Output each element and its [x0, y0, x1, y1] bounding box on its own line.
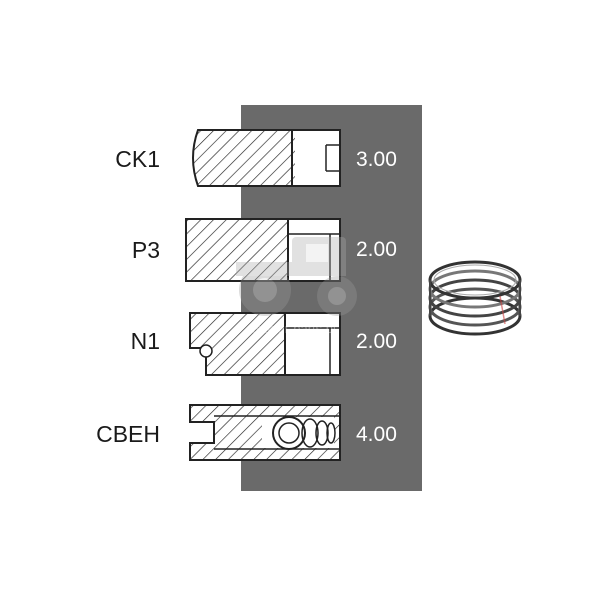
ring-value-n1: 2.00	[356, 330, 397, 353]
ring-value-cbeh: 4.00	[356, 423, 397, 446]
expander-spring-coil	[272, 416, 306, 450]
watermark-text: traktor-parts.pl	[252, 321, 336, 336]
ring-value-p3: 2.00	[356, 238, 397, 261]
ring-profile-p3	[185, 218, 341, 282]
watermark-logo: traktor-parts.pl	[236, 237, 357, 336]
ring-profile-n1	[189, 312, 341, 376]
ring-profile-ck1	[192, 129, 341, 187]
ring-label-n1: N1	[131, 328, 160, 354]
ring-value-ck1: 3.00	[356, 148, 397, 171]
ring-label-ck1: CK1	[115, 146, 160, 172]
ring-label-cbeh: CBEH	[96, 421, 160, 447]
ring-label-p3: P3	[132, 237, 160, 263]
ring-profile-cbeh	[189, 404, 341, 461]
piston-ring-set-icon	[428, 260, 522, 336]
